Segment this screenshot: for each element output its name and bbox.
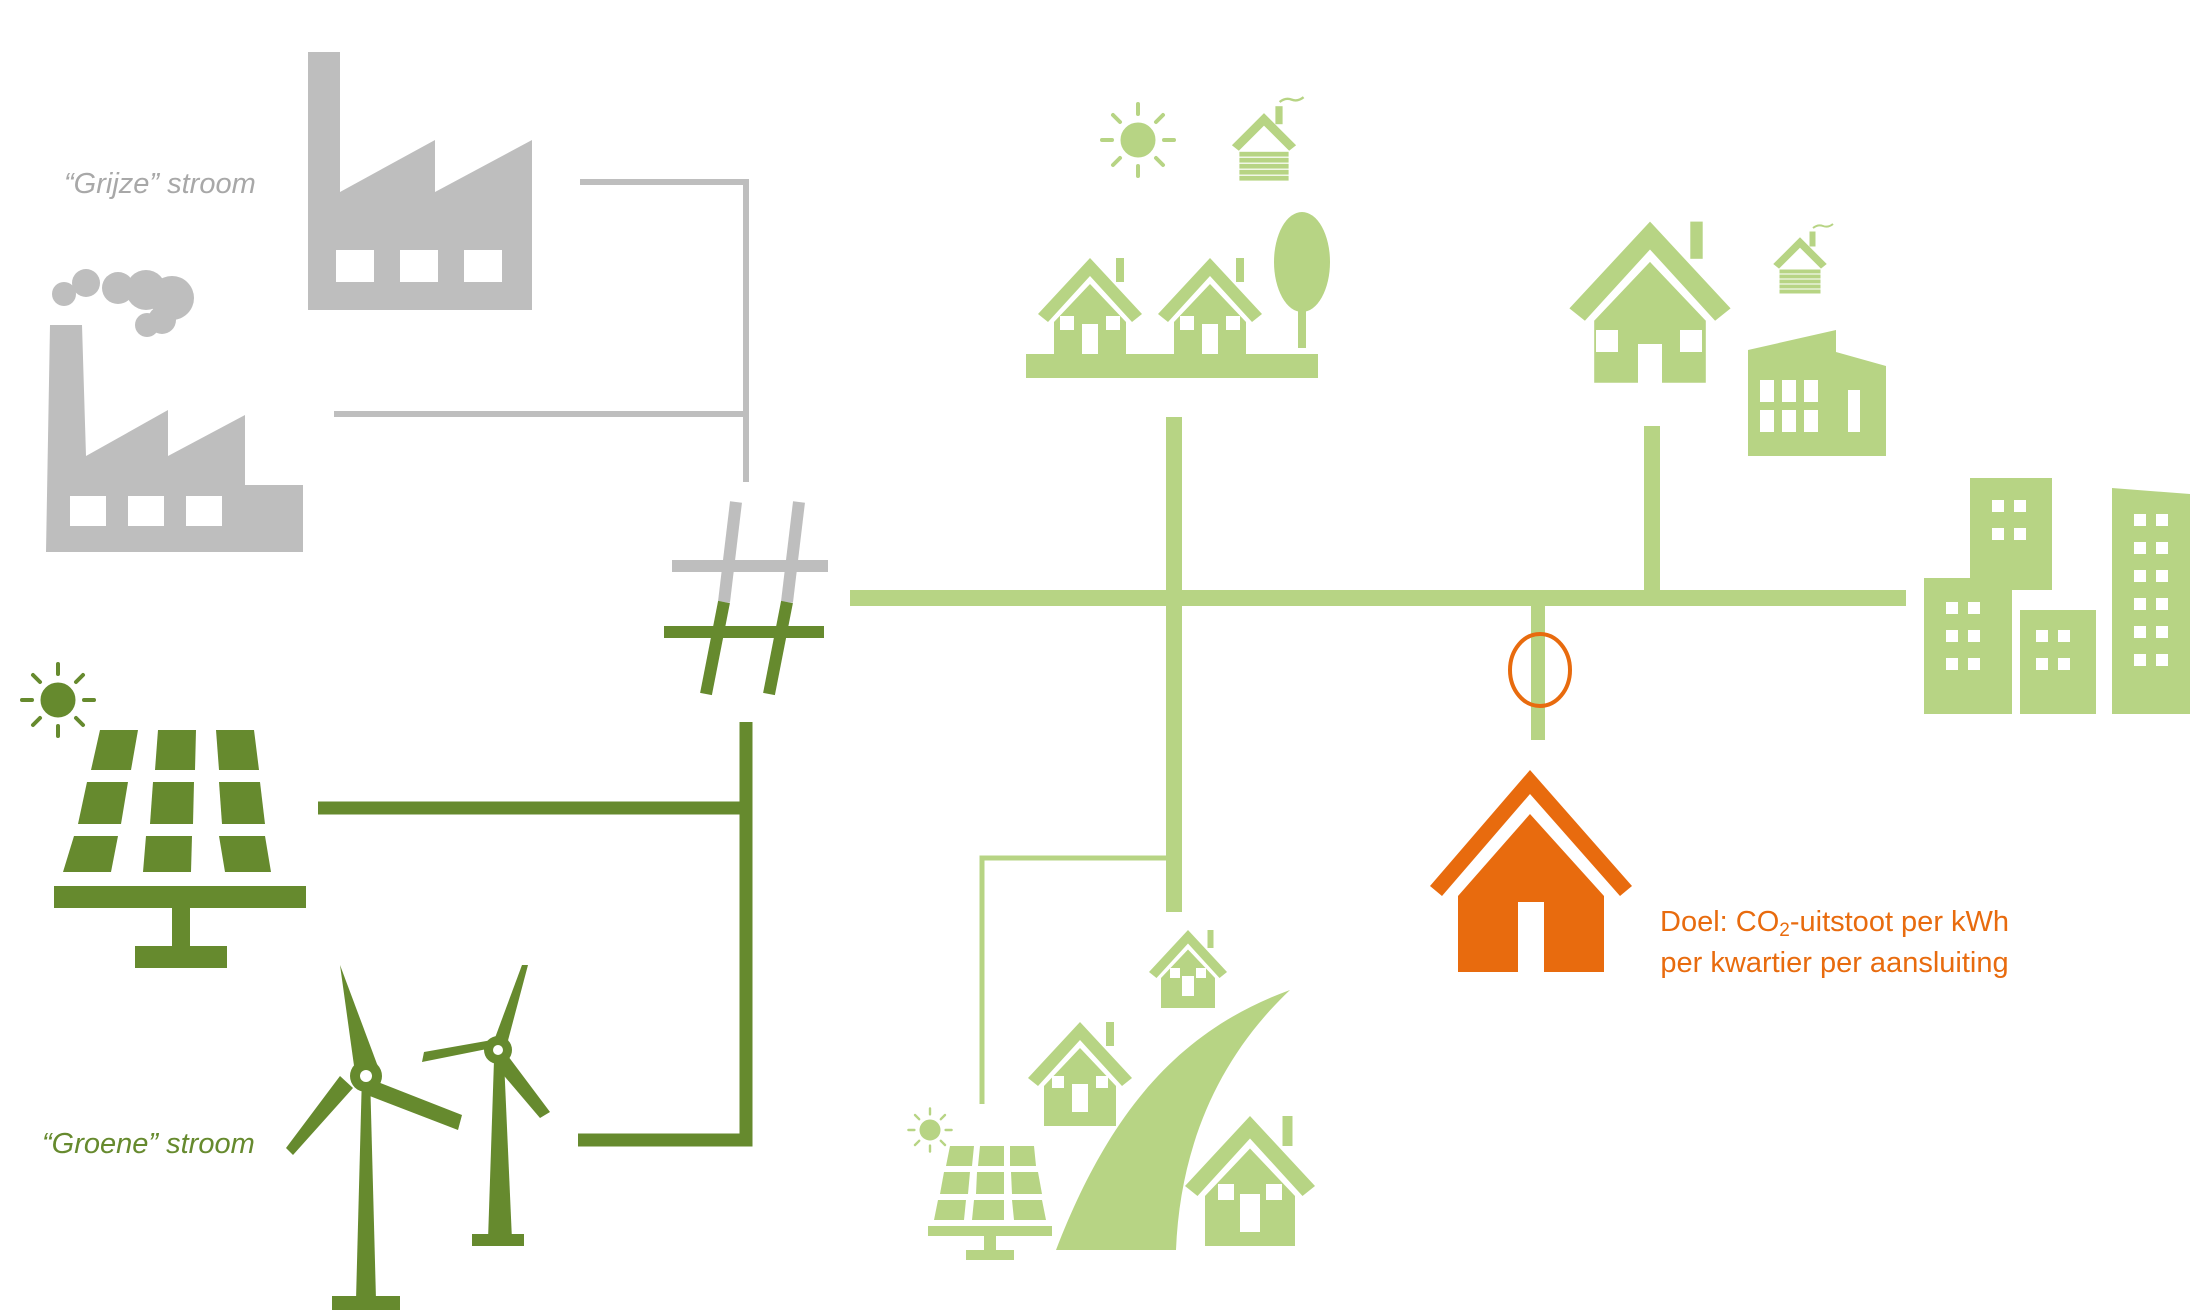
goal-suffix: -uitstoot per kWh [1789, 906, 2010, 938]
wind-turbine-icon [422, 965, 550, 1246]
goal-prefix: Doel: CO [1660, 906, 1780, 938]
green-power-label: “Groene” stroom [42, 1128, 255, 1160]
goal-line-1: Doel: CO2-uitstoot per kWh [1660, 902, 2009, 943]
greenhouse-windows [1760, 380, 1860, 432]
house-windows [1060, 316, 1240, 354]
sun-icon [1100, 102, 1176, 178]
apartment-buildings-icon [1924, 478, 2190, 714]
solar-panel-icon [928, 1146, 1052, 1260]
green-wires [318, 722, 753, 1147]
tree-icon [1274, 212, 1330, 348]
factory-icon [308, 52, 532, 310]
goal-label: Doel: CO2-uitstoot per kWh per kwartier … [1660, 902, 2009, 984]
wind-turbine-icon [286, 965, 462, 1310]
goal-line-2: per kwartier per aansluiting [1660, 947, 2009, 979]
grid-hub-icon [664, 501, 828, 696]
house-windows [1052, 968, 1282, 1232]
cabin-icon [1773, 223, 1834, 294]
road-icon [1056, 990, 1290, 1250]
solar-panel-icon [54, 730, 306, 968]
connection-marker-icon [1508, 632, 1572, 708]
factory-smoke-icon [46, 269, 303, 552]
building-windows [1946, 500, 2168, 670]
goal-subscript: 2 [1779, 920, 1790, 941]
sun-icon [907, 1107, 953, 1153]
neighbourhood-ground [1026, 354, 1318, 378]
grey-wires [334, 179, 749, 482]
house-windows [1596, 330, 1702, 386]
distribution-lines [850, 417, 1906, 1104]
house-icon [1430, 770, 1632, 972]
door [1518, 902, 1544, 972]
grey-power-label: “Grijze” stroom [64, 168, 256, 200]
sun-icon [20, 662, 96, 738]
cabin-icon [1231, 96, 1305, 182]
house-icon [1149, 930, 1227, 1008]
